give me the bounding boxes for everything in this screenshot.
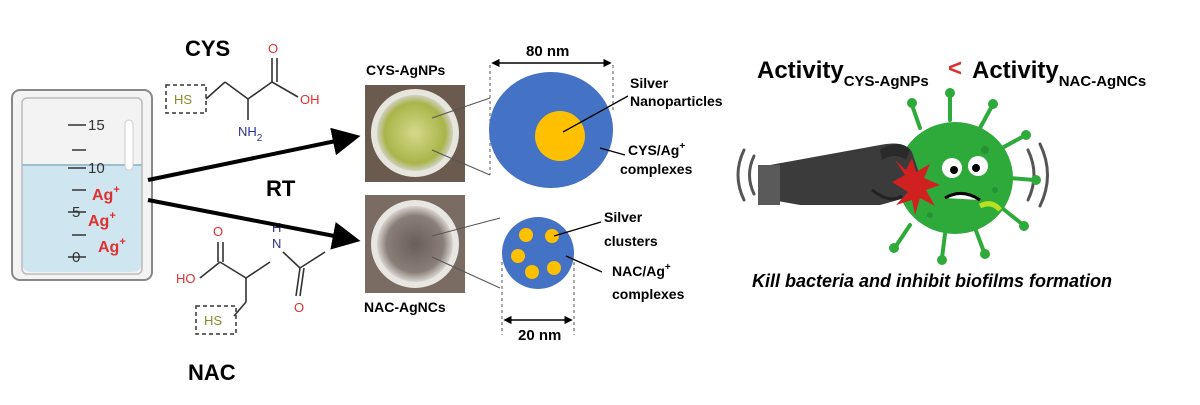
activity-comparison: ActivityCYS-AgNPs < ActivityNAC-AgNCs (757, 55, 1146, 90)
cys-agnps-dish (377, 95, 453, 171)
nac-o1: O (213, 224, 223, 239)
cys-sh: HS (174, 92, 192, 107)
nac-cluster-5 (547, 261, 561, 275)
cys-o: O (268, 41, 278, 56)
silver-cluster-label-1: Silver (604, 209, 643, 225)
reaction-arrows: RT (147, 127, 361, 250)
nac-name: NAC (188, 360, 236, 385)
activity-left: ActivityCYS-AgNPs (757, 57, 929, 90)
motion-lines-right (1026, 142, 1049, 208)
nac-cluster-2 (545, 229, 559, 243)
tick-label-0: 0 (72, 249, 80, 266)
nac-agncs-schematic: Silver clusters NAC/Ag+ complexes 20 nm (501, 209, 685, 344)
beaker-liquid (22, 165, 142, 272)
product-photos: CYS-AgNPs NAC-AgNCs (364, 62, 501, 315)
nac-complex-label-1: NAC/Ag+ (612, 262, 671, 279)
ag-ion-1: Ag+ (92, 184, 120, 204)
tick-label-15: 15 (88, 117, 105, 134)
nac-agncs-dish (377, 206, 453, 282)
nac-sh: HS (204, 313, 222, 328)
nac-ho: HO (176, 271, 196, 286)
virus-drool (978, 201, 1002, 212)
virus-spikes (894, 93, 1036, 260)
nac-cluster-4 (525, 265, 539, 279)
motion-lines-left (736, 148, 756, 202)
activity-comparator: < (948, 55, 962, 82)
ag-ion-2: Ag+ (88, 210, 116, 230)
beaker: 15 10 5 0 Ag+ Ag+ Ag+ (11, 89, 153, 281)
size-label-80: 80 nm (526, 43, 569, 60)
cys-thiol-box (165, 84, 207, 114)
nac-cluster-3 (511, 249, 525, 263)
beaker-scale (68, 124, 86, 258)
cys-name: CYS (185, 36, 230, 61)
nac-thiol-box (195, 305, 237, 335)
arrow-to-nac-agncs (147, 198, 361, 250)
zoom-lines (431, 97, 501, 289)
tick-label-5: 5 (72, 204, 80, 221)
ag-ion-3: Ag+ (98, 236, 126, 256)
silver-np-label-2: Nanoparticles (630, 93, 723, 109)
cys-core (535, 111, 585, 161)
cys-agnps-label: CYS-AgNPs (366, 62, 446, 78)
glove-virus-illustration (736, 88, 1049, 265)
cys-nh2: NH2 (238, 124, 263, 144)
nac-n: N (272, 236, 281, 251)
cys-oh: OH (300, 92, 320, 107)
nac-complex-label-2: complexes (612, 286, 685, 302)
virus-spike-tips (889, 88, 1041, 265)
cys-complex-label-2: complexes (620, 161, 693, 177)
arrow-to-cys-agnps (147, 127, 361, 182)
impact-burst (892, 158, 940, 215)
nac-structure: HO O N H O HS NAC (176, 220, 326, 385)
tick-label-10: 10 (88, 160, 105, 177)
activity-right: ActivityNAC-AgNCs (972, 57, 1146, 90)
glove (770, 143, 919, 205)
cys-agnps-schematic: 80 nm Silver Nanoparticles CYS/Ag+ compl… (489, 43, 723, 188)
nac-h: H (272, 220, 281, 235)
cys-structure: CYS HS O OH NH2 (165, 36, 320, 144)
reaction-condition: RT (266, 176, 296, 201)
silver-cluster-label-2: clusters (604, 233, 658, 249)
caption: Kill bacteria and inhibit biofilms forma… (752, 271, 1112, 291)
cys-complex-label-1: CYS/Ag+ (628, 141, 685, 158)
silver-np-label-1: Silver (630, 75, 669, 91)
nac-agncs-label: NAC-AgNCs (364, 299, 446, 315)
nac-cluster-1 (519, 228, 533, 242)
size-label-20: 20 nm (518, 327, 561, 344)
nac-o2: O (294, 300, 304, 315)
glove-cuff (758, 165, 780, 205)
virus-mouth (944, 192, 981, 202)
